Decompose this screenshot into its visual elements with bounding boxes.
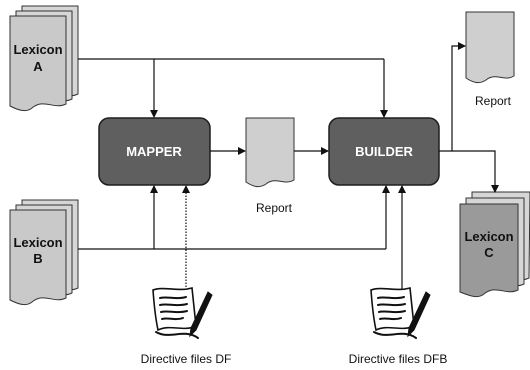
report-top-label: Report [475, 94, 512, 108]
directive-dfb-icon [370, 286, 431, 339]
directive-df-icon [152, 286, 213, 339]
lexicon-b-document-stack: Lexicon B [9, 199, 79, 306]
arrow-builder-to-lexicon-c [452, 150, 499, 193]
lexicon-c-document-stack: Lexicon C [459, 191, 530, 298]
lexicon-a-label-line1: Lexicon [13, 42, 62, 57]
report-middle-label: Report [256, 201, 293, 215]
lexicon-c-label-line1: Lexicon [464, 229, 513, 244]
builder-label: BUILDER [355, 144, 413, 159]
report-top-document [465, 11, 515, 84]
lexicon-c-label-line2: C [484, 245, 494, 260]
mapper-process: MAPPER [98, 117, 211, 186]
lexicon-b-label-line2: B [33, 251, 42, 266]
lexicon-b-label-line1: Lexicon [13, 235, 62, 250]
directive-df-label: Directive files DF [141, 352, 232, 366]
report-middle-document [245, 117, 295, 188]
lexicon-a-document-stack: Lexicon A [9, 5, 79, 112]
mapper-label: MAPPER [126, 144, 182, 159]
builder-process: BUILDER [328, 117, 440, 186]
lexicon-a-label-line2: A [33, 59, 43, 74]
arrow-builder-to-report-top [439, 42, 466, 152]
directive-dfb-label: Directive files DFB [349, 352, 448, 366]
